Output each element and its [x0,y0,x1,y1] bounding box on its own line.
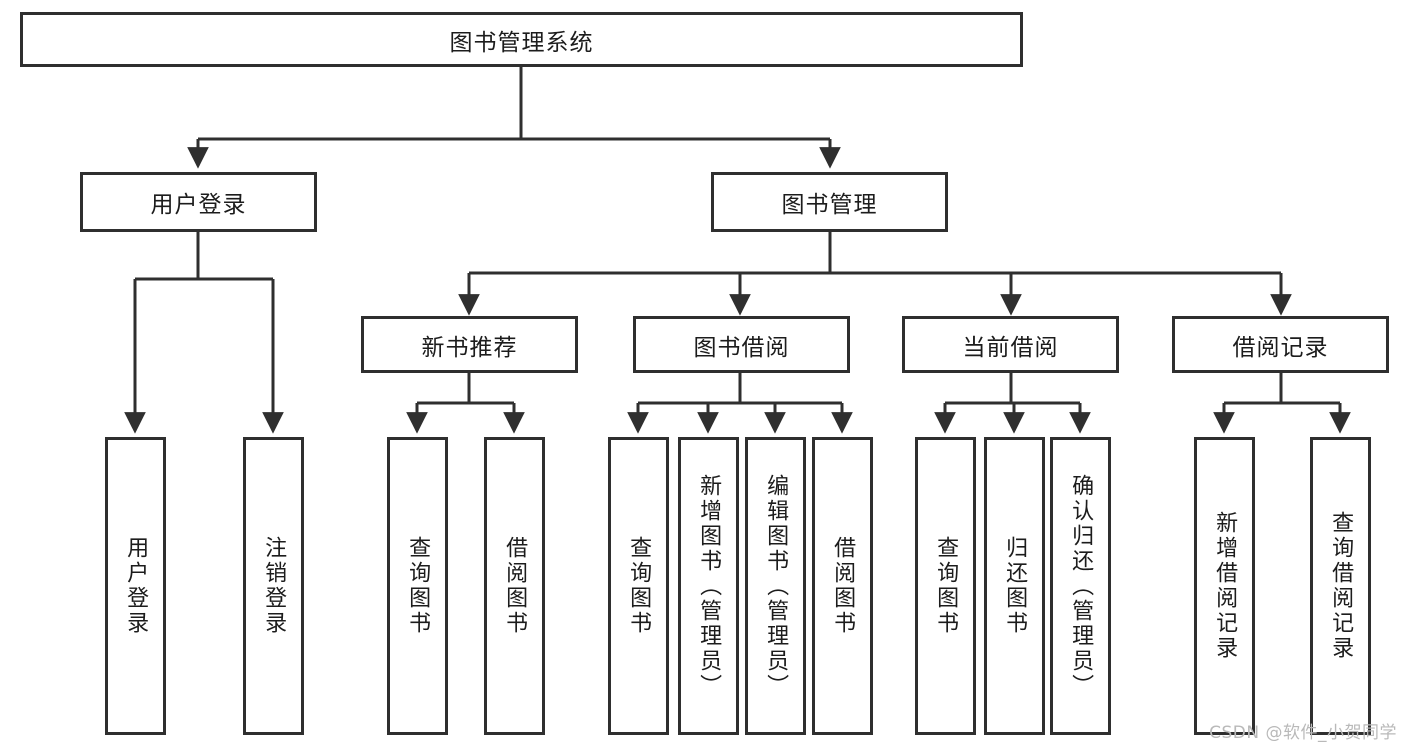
node-current-borrow-label: 当前借阅 [962,334,1059,361]
node-borrow-record-label: 借阅记录 [1232,334,1329,361]
node-new-book-recommend[interactable]: 新书推荐 [361,316,578,373]
leaf-book-borrow-edit[interactable]: 编辑图书（管理员） [745,437,806,735]
node-current-borrow[interactable]: 当前借阅 [902,316,1119,373]
leaf-book-borrow-edit-label: 编辑图书（管理员） [763,473,789,699]
node-book-management-label: 图书管理 [781,192,878,218]
leaf-borrow-record-add-label: 新增借阅记录 [1212,511,1238,661]
node-book-borrow[interactable]: 图书借阅 [633,316,850,373]
leaf-book-borrow-query[interactable]: 查询图书 [608,437,669,735]
leaf-book-borrow-add-label: 新增图书（管理员） [696,473,722,699]
node-book-borrow-label: 图书借阅 [693,334,790,361]
leaf-user-login-logout[interactable]: 注销登录 [243,437,304,735]
leaf-user-login-logout-label: 注销登录 [261,536,287,636]
leaf-borrow-record-add[interactable]: 新增借阅记录 [1194,437,1255,735]
leaf-current-borrow-return[interactable]: 归还图书 [984,437,1045,735]
leaf-new-book-borrow-label: 借阅图书 [502,536,528,636]
node-book-management[interactable]: 图书管理 [711,172,948,232]
leaf-book-borrow-query-label: 查询图书 [626,536,652,636]
leaf-current-borrow-confirm[interactable]: 确认归还（管理员） [1050,437,1111,735]
leaf-current-borrow-query-label: 查询图书 [933,536,959,636]
leaf-new-book-borrow[interactable]: 借阅图书 [484,437,545,735]
node-user-login-label: 用户登录 [150,192,247,218]
leaf-current-borrow-confirm-label: 确认归还（管理员） [1068,473,1094,699]
leaf-book-borrow-borrow[interactable]: 借阅图书 [812,437,873,735]
leaf-book-borrow-add[interactable]: 新增图书（管理员） [678,437,739,735]
node-new-book-recommend-label: 新书推荐 [421,334,518,361]
node-root-label: 图书管理系统 [449,29,594,56]
node-borrow-record[interactable]: 借阅记录 [1172,316,1389,373]
leaf-user-login-login[interactable]: 用户登录 [105,437,166,735]
leaf-borrow-record-query-label: 查询借阅记录 [1328,511,1354,661]
leaf-borrow-record-query[interactable]: 查询借阅记录 [1310,437,1371,735]
leaf-current-borrow-return-label: 归还图书 [1002,536,1028,636]
leaf-new-book-query-label: 查询图书 [405,536,431,636]
leaf-current-borrow-query[interactable]: 查询图书 [915,437,976,735]
csdn-watermark: CSDN @软件_小贺同学 [1209,723,1397,743]
node-user-login[interactable]: 用户登录 [80,172,317,232]
leaf-book-borrow-borrow-label: 借阅图书 [830,536,856,636]
leaf-new-book-query[interactable]: 查询图书 [387,437,448,735]
leaf-user-login-login-label: 用户登录 [123,536,149,636]
node-root-book-management-system[interactable]: 图书管理系统 [20,12,1023,67]
